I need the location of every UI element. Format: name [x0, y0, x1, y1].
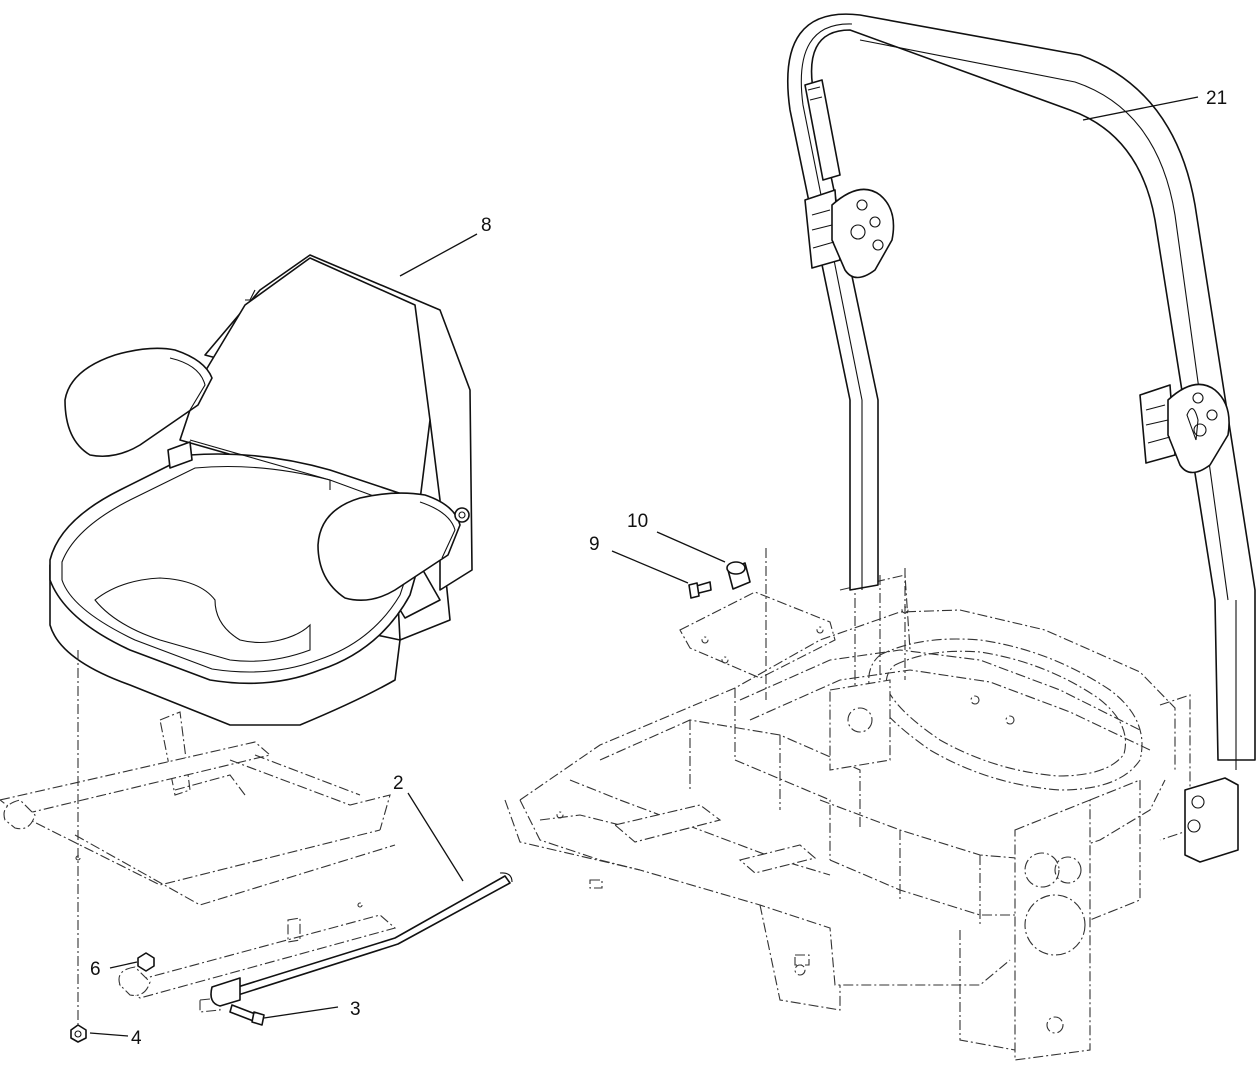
leader-lines	[89, 96, 1199, 1037]
roll-bar	[786, 13, 1256, 863]
callout-6: 6	[90, 959, 101, 980]
spacer-10	[726, 561, 751, 590]
callout-8: 8	[481, 215, 492, 236]
callout-10: 10	[627, 511, 648, 532]
bolt-9	[688, 581, 712, 599]
seat	[49, 254, 473, 726]
chassis-frame	[504, 568, 1191, 1061]
bolt-3	[229, 1004, 265, 1026]
callout-21: 21	[1206, 88, 1227, 109]
callout-2: 2	[393, 773, 404, 794]
callout-labels: 21 8 10 9 2 6 3 4	[90, 88, 1227, 1049]
callout-3: 3	[350, 999, 361, 1020]
nut-4	[70, 1024, 87, 1043]
seat-mount-frame	[0, 711, 397, 1013]
nut-6	[137, 952, 155, 972]
rod-assembly	[210, 872, 513, 1007]
callout-4: 4	[131, 1028, 142, 1049]
callout-9: 9	[589, 534, 600, 555]
alignment-lines	[77, 548, 767, 1025]
